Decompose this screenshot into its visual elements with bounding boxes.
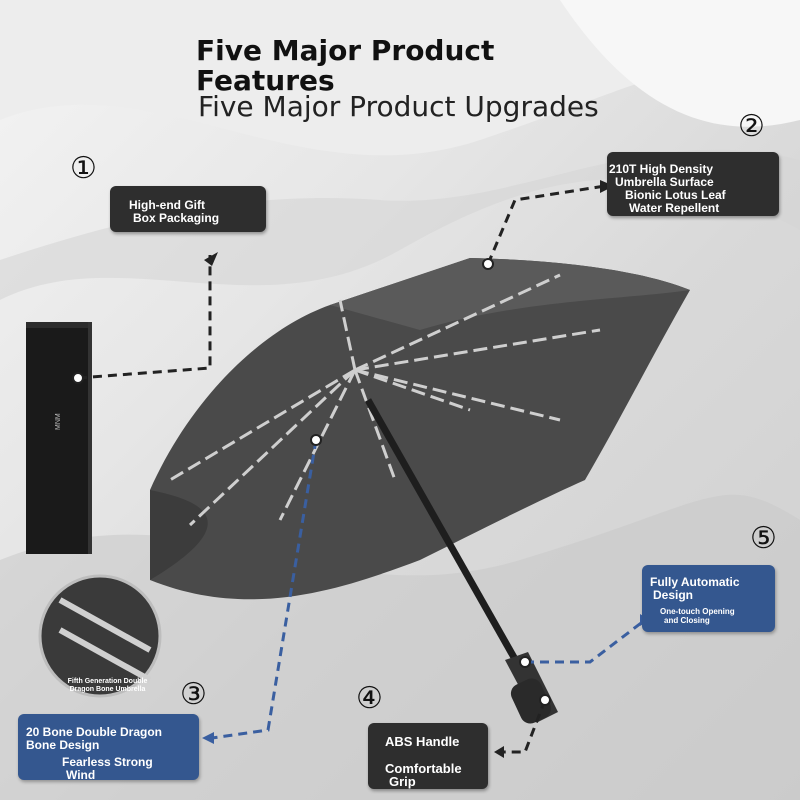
arrowhead-4 <box>494 746 504 758</box>
arrowhead-3 <box>202 732 214 744</box>
connector-2 <box>486 184 606 265</box>
feature-label-fully-automatic: Fully Automatic Design One-touch Opening… <box>642 565 775 632</box>
feature-5-line-1: Fully Automatic <box>650 575 740 589</box>
magnifier-caption: Fifth Generation Double Dragon Bone Umbr… <box>60 678 155 694</box>
feature-label-double-dragon-bone: 20 Bone Double Dragon Bone Design Fearle… <box>18 714 199 782</box>
feature-4-sub-2: Grip <box>389 774 416 789</box>
svg-text:MNM: MNM <box>55 413 62 430</box>
feature-4-sub-1: Comfortable <box>385 761 462 776</box>
connector-3 <box>211 439 318 740</box>
feature-2-sub-1: Bionic Lotus Leaf <box>625 188 726 202</box>
magnifier-caption-line-2: Dragon Bone Umbrella <box>69 686 146 693</box>
feature-3-sub-2: Wind <box>66 768 96 782</box>
feature-4-line-1: ABS Handle <box>385 734 460 749</box>
connector-4 <box>500 699 547 754</box>
feature-number-1: ① <box>70 151 97 186</box>
page-title: Five Major Product Features <box>196 34 495 97</box>
marker-4 <box>539 694 551 706</box>
marker-1 <box>72 372 84 384</box>
feature-number-2: ② <box>738 109 765 144</box>
markers <box>72 258 551 706</box>
connector-5 <box>525 618 646 664</box>
gift-box: MNM <box>26 322 92 554</box>
feature-number-4: ④ <box>356 681 383 716</box>
feature-number-5: ⑤ <box>750 521 777 556</box>
feature-1-line-2: Box Packaging <box>133 211 220 225</box>
connector-lines <box>77 184 646 754</box>
feature-label-umbrella-surface: 210T High Density Umbrella Surface Bioni… <box>607 152 779 216</box>
magnifier-detail <box>38 574 162 698</box>
feature-label-gift-box: High-end Gift Box Packaging <box>110 186 266 232</box>
arrowhead-1 <box>204 252 218 266</box>
feature-1-line-1: High-end Gift <box>129 198 205 212</box>
feature-number-3: ③ <box>180 677 207 712</box>
page-subtitle: Five Major Product Upgrades <box>198 90 599 123</box>
feature-2-line-2: Umbrella Surface <box>615 175 714 189</box>
feature-5-sub-2: and Closing <box>664 616 710 625</box>
feature-2-sub-2: Water Repellent <box>629 201 720 215</box>
feature-2-line-1: 210T High Density <box>609 162 714 176</box>
magnifier-caption-line-1: Fifth Generation Double <box>67 678 148 685</box>
umbrella <box>150 258 690 724</box>
feature-3-sub-1: Fearless Strong <box>62 755 153 769</box>
marker-2 <box>482 258 494 270</box>
feature-label-abs-handle: ABS Handle Comfortable Grip <box>368 723 488 789</box>
marker-3 <box>310 434 322 446</box>
marker-5 <box>519 656 531 668</box>
feature-5-line-2: Design <box>653 588 694 602</box>
feature-3-line-2: Bone Design <box>26 738 100 752</box>
feature-3-line-1: 20 Bone Double Dragon <box>26 725 163 739</box>
feature-5-sub-1: One-touch Opening <box>660 607 735 616</box>
